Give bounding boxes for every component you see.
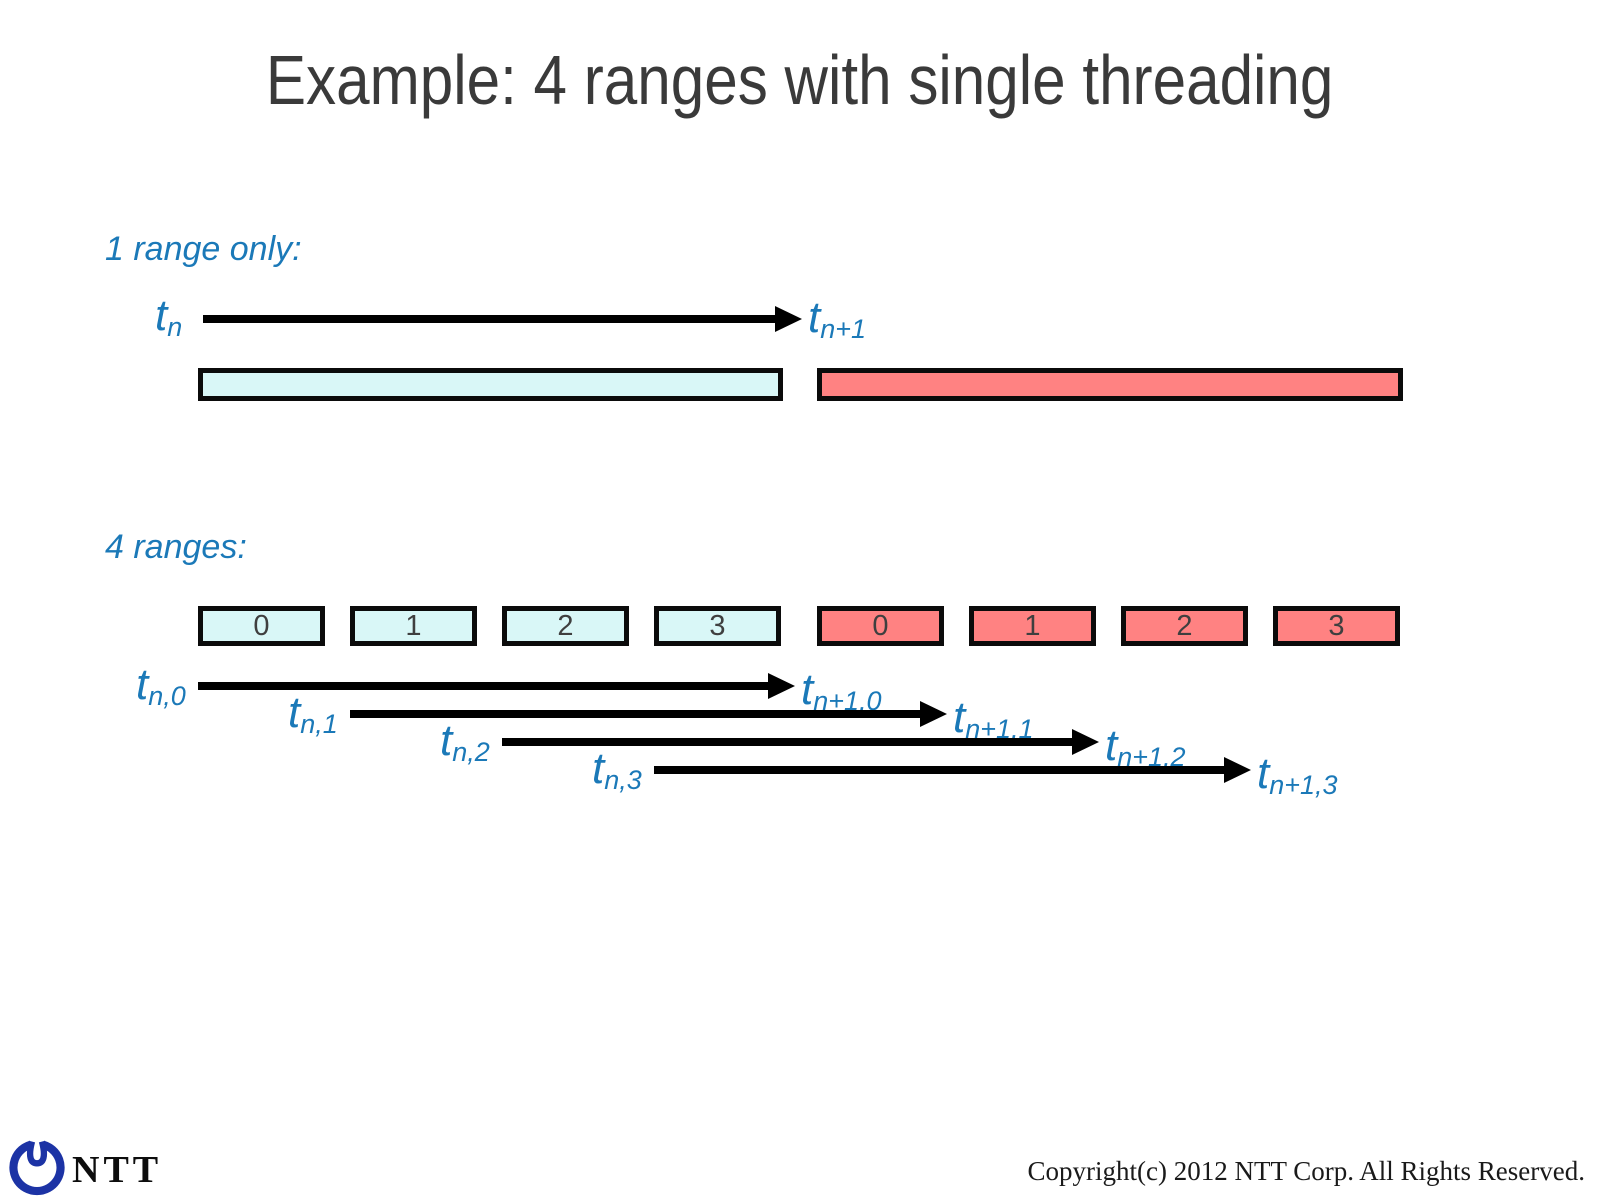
time-label-tn1: tn+1 [808,296,866,343]
thread0-start-base: t [136,660,149,709]
single-range-heading: 1 range only: [105,230,302,268]
thread1-start-sub: n,1 [300,708,338,739]
arrow-head-icon [1072,729,1099,755]
arrow-shaft [350,710,920,718]
thread1-end-base: t [953,693,966,742]
time-label-tn: tn [155,294,182,341]
time-label-tn-base: t [155,291,168,340]
range-bar-label: 1 [1024,610,1041,642]
range-bar-label: 0 [872,610,889,642]
range-bar-cyan-3: 3 [654,606,781,646]
arrow-head-icon [768,673,795,699]
thread2-end-label: tn+1,2 [1105,724,1186,771]
range-bar-label: 2 [1176,610,1193,642]
arrow-shaft [203,315,775,323]
range-bar-cyan-2: 2 [502,606,629,646]
thread1-end-sub: n+1,1 [965,713,1034,744]
four-ranges-heading: 4 ranges: [105,528,247,566]
range-bar-label: 1 [405,610,422,642]
arrow-shaft [198,682,768,690]
thread3-start-label: tn,3 [592,747,642,794]
thread1-start-base: t [288,688,301,737]
range-bar-label: 3 [709,610,726,642]
thread0-start-sub: n,0 [148,680,186,711]
thread1-start-label: tn,1 [288,691,338,738]
ntt-logo-icon [9,1140,65,1196]
thread3-start-base: t [592,744,605,793]
thread3-start-sub: n,3 [604,764,642,795]
thread1-end-label: tn+1,1 [953,696,1034,743]
arrow-shaft [502,738,1072,746]
range-bar-label: 2 [557,610,574,642]
range-bar-red-2: 2 [1121,606,1248,646]
thread0-end-label: tn+1,0 [801,668,882,715]
ntt-logo: NTT [8,1132,218,1198]
arrow-shaft [654,766,1224,774]
time-label-tn1-base: t [808,293,821,342]
copyright-notice: Copyright(c) 2012 NTT Corp. All Rights R… [1027,1156,1585,1186]
single-range-red-bar [817,368,1403,401]
thread2-start-label: tn,2 [440,719,490,766]
thread0-end-sub: n+1,0 [813,685,882,716]
ntt-logo-text: NTT [72,1149,163,1191]
range-bar-red-0: 0 [817,606,944,646]
thread0-end-base: t [801,665,814,714]
page-title: Example: 4 ranges with single threading [0,41,1599,119]
single-range-cyan-bar [198,368,783,401]
range-bar-label: 3 [1328,610,1345,642]
thread2-end-sub: n+1,2 [1117,741,1186,772]
thread2-end-base: t [1105,721,1118,770]
range-bar-red-3: 3 [1273,606,1400,646]
thread3-end-base: t [1257,749,1270,798]
time-label-tn-sub: n [167,311,183,342]
thread2-start-sub: n,2 [452,736,490,767]
thread3-end-sub: n+1,3 [1269,769,1338,800]
thread3-end-label: tn+1,3 [1257,752,1338,799]
range-bar-cyan-1: 1 [350,606,477,646]
arrow-head-icon [920,701,947,727]
thread0-start-label: tn,0 [136,663,186,710]
thread2-start-base: t [440,716,453,765]
page-title-text: Example: 4 ranges with single threading [265,41,1334,119]
range-bar-label: 0 [253,610,270,642]
arrow-head-icon [1224,757,1251,783]
time-label-tn1-sub: n+1 [820,313,867,344]
range-bar-cyan-0: 0 [198,606,325,646]
arrow-head-icon [775,306,802,332]
range-bar-red-1: 1 [969,606,1096,646]
